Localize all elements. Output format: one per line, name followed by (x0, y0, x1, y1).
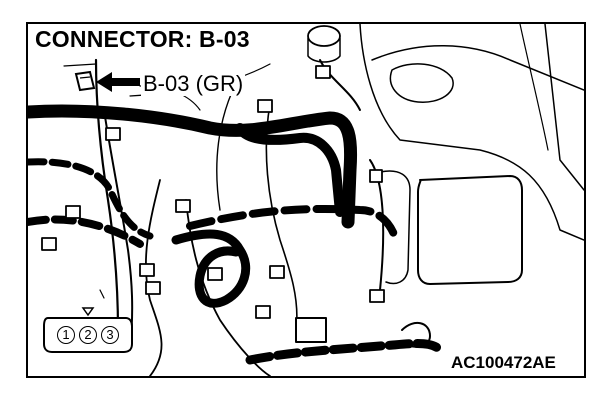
connector-b03 (74, 70, 96, 92)
plug-9 (207, 267, 223, 281)
plug-1 (105, 127, 121, 141)
harness-loop (171, 229, 251, 308)
plug-11 (255, 305, 271, 319)
figure-code: AC100472AE (449, 353, 558, 372)
connector-pin-2: 2 (79, 326, 97, 344)
plug-7 (139, 263, 155, 277)
connector-pin-3: 3 (101, 326, 119, 344)
plug-12 (369, 289, 385, 303)
box-bracket (379, 170, 411, 285)
wire-5 (265, 103, 298, 331)
plug-13 (369, 169, 383, 183)
fender-opening (389, 63, 454, 103)
harness-middle (186, 204, 400, 244)
plug-5 (65, 205, 81, 219)
battery-box (417, 175, 523, 285)
reservoir-body (307, 37, 341, 63)
inner-fender-outline (371, 45, 584, 91)
panel-crease (519, 24, 549, 151)
harness-lower-left (28, 215, 144, 248)
plug-3 (315, 65, 331, 79)
main-harness (28, 104, 358, 229)
harness-left (28, 158, 154, 240)
plug-8 (145, 281, 161, 295)
wire-4 (185, 199, 271, 376)
plug-4 (175, 199, 191, 213)
reservoir-cap (307, 25, 341, 47)
relay-clip (401, 321, 431, 348)
leader-line-2 (63, 63, 97, 67)
wire-8 (216, 91, 233, 211)
arrow-icon (96, 72, 140, 92)
plug-10 (269, 265, 285, 279)
connector-block (295, 317, 327, 343)
fender-outline (359, 24, 584, 241)
harness-branch (235, 123, 345, 217)
connector-pin-1: 1 (57, 326, 75, 344)
wire-3 (145, 179, 163, 376)
plug-2 (257, 99, 273, 113)
panel-edge (544, 24, 584, 191)
wire-2 (103, 109, 134, 351)
wire-1 (94, 58, 120, 332)
wire-7 (369, 159, 385, 291)
plug-6 (41, 237, 57, 251)
pin-leader (99, 289, 105, 299)
page-title: CONNECTOR: B-03 (32, 27, 253, 51)
connector-callout-label: B-03 (GR) (141, 71, 246, 96)
